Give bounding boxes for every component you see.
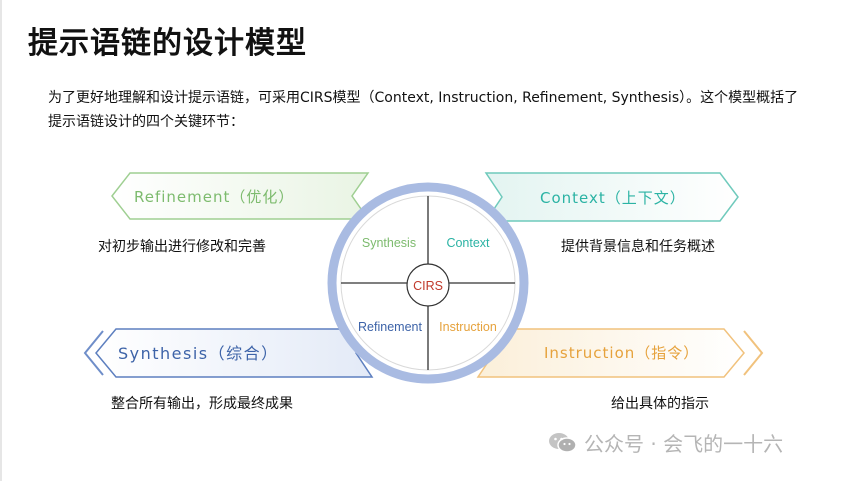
synthesis-description: 整合所有输出，形成最终成果 — [111, 396, 293, 412]
context-description: 提供背景信息和任务概述 — [561, 239, 715, 255]
refinement-description: 对初步输出进行修改和完善 — [98, 239, 266, 255]
left-border — [0, 0, 2, 481]
watermark-text: 公众号 · 会飞的一十六 — [584, 432, 784, 456]
cirs-center-circle — [406, 263, 450, 307]
synthesis-chevron-icon — [83, 330, 104, 376]
instruction-chevron-icon — [743, 330, 764, 376]
intro-paragraph: 为了更好地理解和设计提示语链，可采用CIRS模型（Context, Instru… — [48, 90, 799, 130]
refinement-arrow: Refinement（优化） — [111, 172, 370, 220]
watermark: 公众号 · 会飞的一十六 — [548, 428, 783, 457]
cirs-center-label: CIRS — [413, 279, 443, 293]
context-arrow: Context（上下文） — [484, 172, 739, 222]
context-arrow-label: Context（上下文） — [540, 189, 686, 207]
page-title: 提示语链的设计模型 — [28, 26, 307, 61]
synthesis-arrow: Synthesis（综合） — [83, 328, 374, 378]
quadrant-synthesis: Synthesis — [362, 236, 416, 250]
quadrant-refinement: Refinement — [358, 320, 422, 334]
instruction-description: 给出具体的指示 — [611, 396, 709, 412]
instruction-arrow-label: Instruction（指令） — [544, 344, 699, 362]
refinement-arrow-label: Refinement（优化） — [134, 188, 294, 206]
quadrant-context: Context — [446, 236, 490, 250]
instruction-arrow: Instruction（指令） — [476, 328, 764, 378]
synthesis-arrow-label: Synthesis（综合） — [118, 344, 279, 363]
cirs-circle: CIRS Synthesis Context Refinement Instru… — [327, 182, 529, 384]
wechat-icon — [549, 432, 577, 453]
quadrant-instruction: Instruction — [439, 320, 497, 334]
